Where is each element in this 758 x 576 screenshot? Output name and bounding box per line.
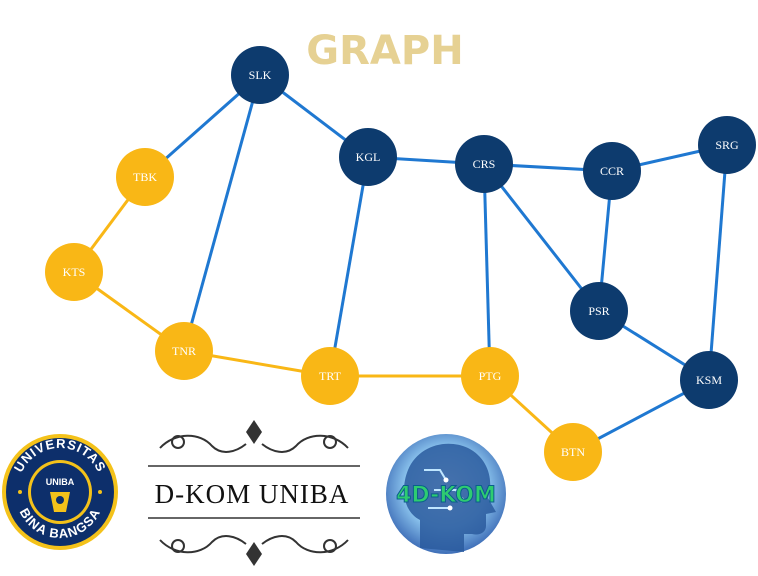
node-label: SRG [715,138,739,152]
edge-slk-tnr [182,74,262,352]
node-label: TRT [319,369,342,383]
node-label: PTG [479,369,502,383]
edge-crs-ptg [482,163,492,377]
circuit-icon [424,469,463,509]
node-label: TNR [172,344,196,358]
node-circle [45,243,103,301]
node-circle [583,142,641,200]
diagram-title: GRAPH [306,28,463,74]
uniba-seal-logo: UNIVERSITAS BINA BANGSA UNIBA [2,434,118,550]
node-circle [339,128,397,186]
node-ptg: PTG [461,347,519,405]
nodes-layer: SLK TBK KTS TNR KGL TRT CRS PTG CCR SRG PSR KSM BTN [45,46,756,481]
dkom-wordmark: D-KOM UNIBA [155,479,350,509]
seal-center-text: UNIBA [46,477,75,487]
node-circle [680,351,738,409]
node-circle [155,322,213,380]
fourdkom-wordmark: 4D-KOM [396,483,496,508]
node-circle [698,116,756,174]
edges-layer [72,73,729,454]
node-tnr: TNR [155,322,213,380]
node-label: KGL [356,150,381,164]
edge-srg-ksm [707,144,729,381]
node-label: KSM [696,373,722,387]
node-kgl: KGL [339,128,397,186]
node-ccr: CCR [583,142,641,200]
node-kts: KTS [45,243,103,301]
node-label: BTN [561,445,585,459]
node-circle [455,135,513,193]
node-psr: PSR [570,282,628,340]
node-tbk: TBK [116,148,174,206]
node-label: PSR [588,304,609,318]
node-label: SLK [249,68,272,82]
node-label: CCR [600,164,624,178]
node-label: CRS [473,157,496,171]
node-ksm: KSM [680,351,738,409]
node-label: TBK [133,170,157,184]
node-circle [544,423,602,481]
diamond-icon [246,420,262,444]
node-circle [570,282,628,340]
node-slk: SLK [231,46,289,104]
node-label: KTS [63,265,86,279]
diamond-icon [246,542,262,566]
node-circle [461,347,519,405]
node-btn: BTN [544,423,602,481]
node-trt: TRT [301,347,359,405]
edge-crs-psr [482,163,601,312]
node-srg: SRG [698,116,756,174]
fourdkom-logo: 4D-KOM [386,434,506,554]
node-crs: CRS [455,135,513,193]
node-circle [301,347,359,405]
edge-kgl-trt [328,156,370,377]
dkom-uniba-logo: D-KOM UNIBA [148,420,360,566]
node-circle [116,148,174,206]
node-circle [231,46,289,104]
